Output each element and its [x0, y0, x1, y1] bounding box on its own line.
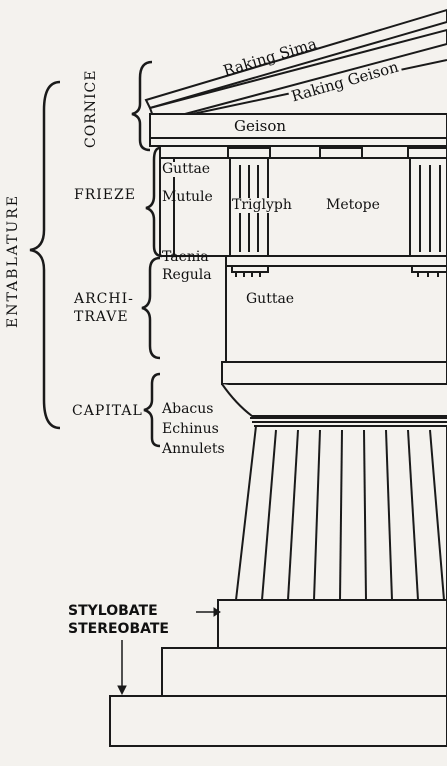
- raking-sima: [144, 8, 447, 110]
- stylobate-label: STYLOBATE: [68, 603, 158, 619]
- entablature-label: ENTABLATURE: [5, 194, 21, 328]
- cornice-label: CORNICE: [83, 69, 99, 148]
- architrave-label-line2: TRAVE: [74, 309, 129, 325]
- taenia-band: [225, 255, 447, 267]
- triglyph-label: Triglyph: [232, 197, 292, 213]
- capital-label: CAPITAL: [72, 403, 143, 419]
- architrave-block: [225, 265, 447, 363]
- geison-label: Geison: [234, 117, 287, 135]
- cornice-brace: [131, 60, 153, 152]
- frieze-label: FRIEZE: [74, 187, 136, 203]
- guttae-lower-label: Guttae: [246, 291, 295, 307]
- metope-label: Metope: [326, 197, 380, 213]
- echinus-curve: [221, 383, 447, 417]
- geison-block: [149, 113, 447, 147]
- stereobate-step-1: [161, 647, 447, 697]
- annulets-label: Annulets: [162, 441, 225, 457]
- taenia-label: Taenia: [162, 249, 209, 265]
- stereobate-step-2: [109, 695, 447, 747]
- stereobate-label: STEREOBATE: [68, 621, 169, 637]
- guttae-top-label: Guttae: [162, 161, 211, 177]
- entablature-brace: [29, 80, 61, 430]
- capital-brace: [143, 372, 161, 448]
- architrave-brace: [141, 256, 161, 360]
- abacus-slab: [221, 361, 447, 385]
- frieze-brace: [145, 146, 163, 258]
- echinus-label: Echinus: [162, 421, 219, 437]
- stylobate-step: [217, 599, 447, 649]
- architrave-label-line1: ARCHI-: [74, 291, 134, 307]
- abacus-label: Abacus: [162, 401, 214, 417]
- mutule-label: Mutule: [162, 189, 213, 205]
- regula-label: Regula: [162, 267, 212, 283]
